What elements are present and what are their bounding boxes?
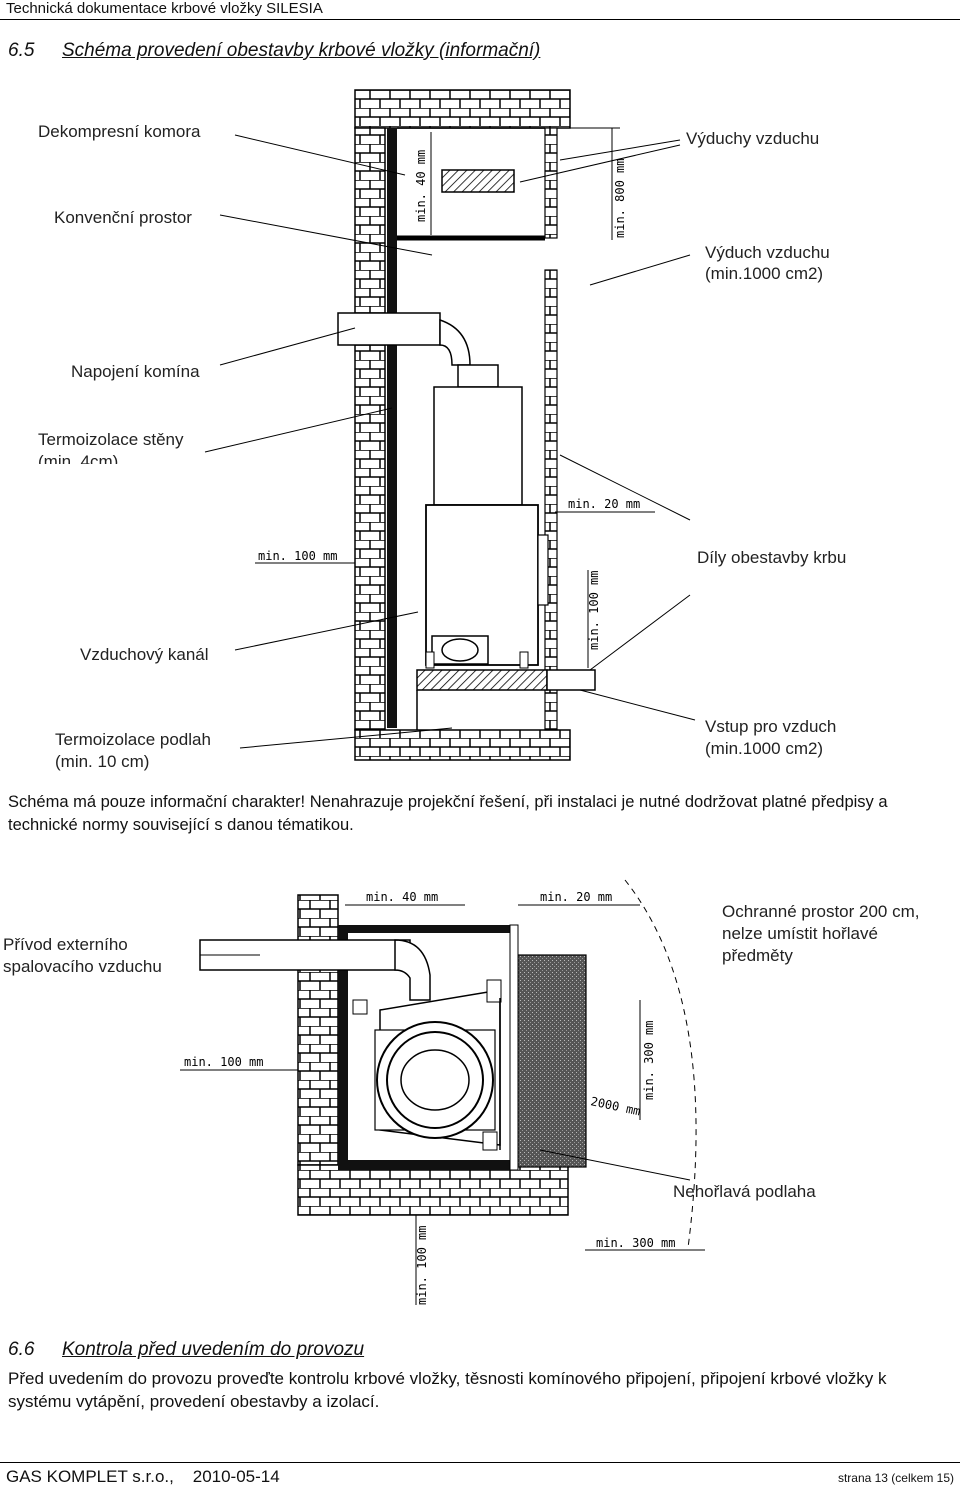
dim2-40-label: min. 40 mm [366,890,438,904]
dim2-300v-label: min. 300 mm [642,1021,656,1100]
plan-brick-wall [297,894,339,1166]
dim-100b-label: min. 100 mm [587,571,601,650]
label-protection-zone: Ochranné prostor 200 cm, [722,902,920,921]
footer-company-date: GAS KOMPLET s.r.o., 2010-05-14 [6,1467,280,1486]
section-title: Schéma provedení obestavby krbové vložky… [62,40,541,61]
dim-800-label: min. 800 mm [613,159,627,238]
header-rule [0,19,960,20]
label-air-inlet: Vstup pro vzduch [705,717,837,736]
label-chimney-connection: Napojení komína [71,362,200,381]
label-air-outlet-min: (min.1000 cm2) [705,264,824,283]
section-66-number: 6.6 [8,1339,35,1360]
chimney-connector [337,312,441,346]
label-wall-insulation: Termoizolace stěny [38,430,184,449]
plan-cladding [517,954,587,1168]
label-air-outlet: Výduch vzduchu [705,243,830,262]
wall-insulation-strip [387,128,397,728]
label-protection-zone-2: nelze umístit hořlavé [722,924,878,943]
plan-brick-floor [297,1164,569,1216]
air-intake-pipe [546,669,596,691]
label-noncombustible-floor: Nehořlavá podlaha [673,1182,816,1201]
label-air-outlets: Výduchy vzduchu [686,129,820,148]
dim2-20-label: min. 20 mm [540,890,612,904]
label-decompression-chamber: Dekompresní komora [38,122,201,141]
dim-20-label: min. 20 mm [568,497,640,511]
info-note: Schéma má pouze informační charakter! Ne… [8,793,888,834]
section-number: 6.5 [8,40,35,61]
dim-100a-label: min. 100 mm [258,549,337,563]
label-wall-insulation-min: (min. 4cm) [38,452,119,464]
outlet-vent-grille [441,169,515,193]
label-combustion-air: spalovacího vzduchu [3,957,162,976]
right-cladding-column [544,269,558,731]
document-header: Technická dokumentace krbové vložky SILE… [6,0,323,17]
footer-rule [0,1462,960,1463]
dim2-100v-label: min. 100 mm [415,1226,429,1305]
dim2-100-label: min. 100 mm [184,1055,263,1069]
floor-insulation [416,669,548,691]
bottom-brick-floor [354,729,571,761]
dim2-2000-label: 2000 mm [589,1094,641,1118]
label-floor-insulation-min: (min. 10 cm) [55,752,150,771]
section-66-title: Kontrola před uvedením do provozu [62,1339,365,1360]
label-protection-zone-3: předměty [722,946,793,965]
left-brick-wall-lower [354,344,386,731]
top-brick-cap [354,89,571,129]
label-air-channel: Vzduchový kanál [80,645,209,664]
dim2-300h-label: min. 300 mm [596,1236,675,1250]
footer-page-number: strana 13 (celkem 15) [837,1471,954,1485]
left-brick-wall-upper [354,127,386,314]
label-cladding-parts: Díly obestavby krbu [697,548,847,567]
section-66-text: Před uvedením do provozu proveďte kontro… [8,1369,887,1411]
protection-arc [624,879,697,1249]
label-floor-insulation: Termoizolace podlah [55,730,211,749]
label-air-inlet-min: (min.1000 cm2) [705,739,824,758]
plan-insulation [338,925,518,933]
dim-40-label: min. 40 mm [414,150,428,222]
label-convection-space: Konvenční prostor [54,208,192,227]
label-external-air-supply: Přívod externího [3,935,128,954]
